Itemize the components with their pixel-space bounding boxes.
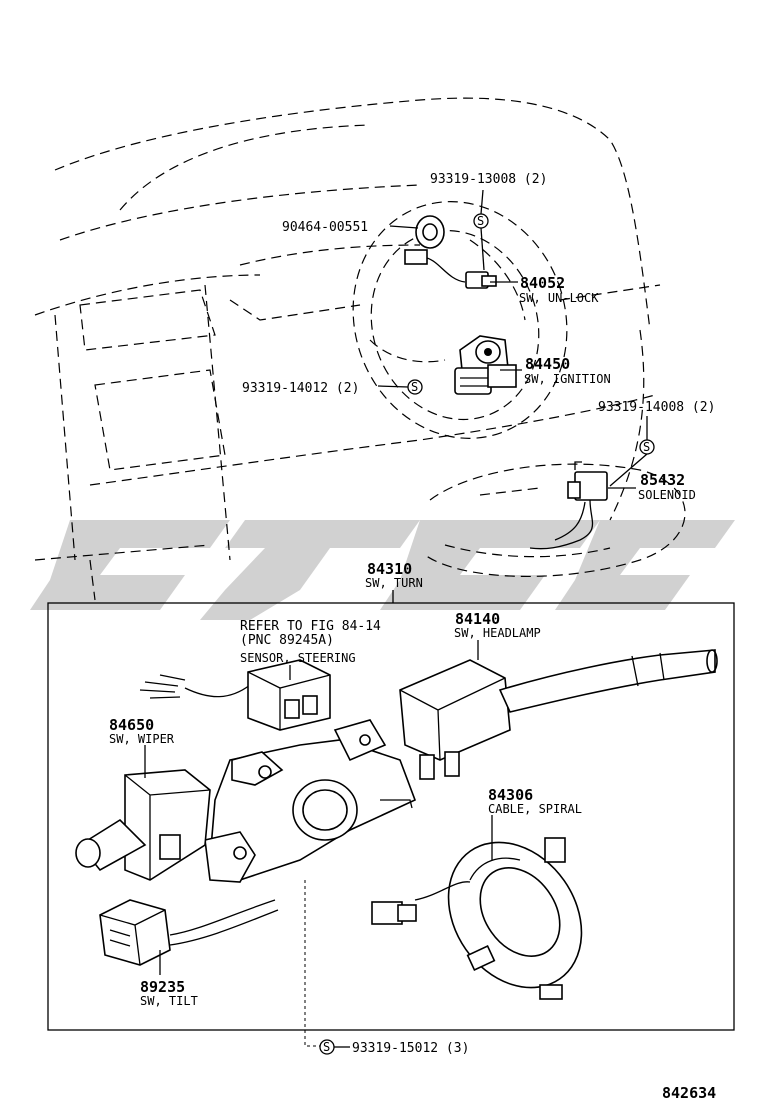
leader-lines-lower xyxy=(144,640,493,1048)
callout-84306-number: 84306 xyxy=(488,786,533,804)
dashboard-outline xyxy=(34,97,661,601)
screw-symbol-14012: S xyxy=(407,379,423,395)
screw-letter: S xyxy=(477,214,484,228)
callout-84052-name: SW, UN-LOCK xyxy=(519,291,599,305)
callout-84650-name: SW, WIPER xyxy=(109,732,175,746)
refer-note-line1: REFER TO FIG 84-14 xyxy=(240,619,381,634)
callout-93319-14008: 93319-14008 (2) xyxy=(598,400,715,415)
screw-symbol-13008: S xyxy=(473,213,489,229)
turn-switch-body-part xyxy=(204,719,417,883)
ignition-switch-part xyxy=(454,335,517,395)
refer-note-line2: (PNC 89245A) xyxy=(240,633,334,648)
callout-84306-name: CABLE, SPIRAL xyxy=(488,802,582,816)
callout-84140-name: SW, HEADLAMP xyxy=(454,626,541,640)
callout-84310-name: SW, TURN xyxy=(365,576,423,590)
tilt-switch-part xyxy=(99,899,279,966)
spiral-cable-part xyxy=(371,837,583,1000)
screw-letter: S xyxy=(643,440,650,454)
watermark-logo xyxy=(30,520,735,620)
wiper-switch-part xyxy=(75,769,211,881)
callout-93319-14012: 93319-14012 (2) xyxy=(242,381,359,396)
console-outline xyxy=(424,463,686,578)
screw-symbol-15012: S xyxy=(319,1039,335,1055)
callout-84450-number: 84450 xyxy=(525,355,570,373)
callout-93319-13008: 93319-13008 (2) xyxy=(430,172,547,187)
steering-sensor-part xyxy=(139,659,331,731)
leader-lines-upper xyxy=(377,189,648,489)
unlock-switch-part xyxy=(404,215,497,289)
screw-letter: S xyxy=(323,1040,330,1054)
callout-85432-number: 85432 xyxy=(640,471,685,489)
callout-89235-number: 89235 xyxy=(140,978,185,996)
headlamp-switch-part xyxy=(399,649,718,780)
callout-84052-number: 84052 xyxy=(520,274,565,292)
screw-symbol-14008: S xyxy=(639,439,655,455)
turn-switch-assembly-box xyxy=(47,602,735,1031)
callout-84310-number: 84310 xyxy=(367,560,412,578)
solenoid-part xyxy=(529,461,608,550)
callout-84140-number: 84140 xyxy=(455,610,500,628)
callout-89235-name: SW, TILT xyxy=(140,994,198,1008)
callout-93319-15012: 93319-15012 (3) xyxy=(352,1041,469,1056)
callout-85432-name: SOLENOID xyxy=(638,488,696,502)
diagram-id: 842634 xyxy=(662,1084,716,1102)
refer-note-name: SENSOR, STEERING xyxy=(240,651,356,665)
callout-90464-00551: 90464-00551 xyxy=(282,220,368,235)
callout-84650-number: 84650 xyxy=(109,716,154,734)
screw-letter: S xyxy=(411,380,418,394)
callout-84450-name: SW, IGNITION xyxy=(524,372,611,386)
steering-wheel-outline xyxy=(352,201,568,439)
